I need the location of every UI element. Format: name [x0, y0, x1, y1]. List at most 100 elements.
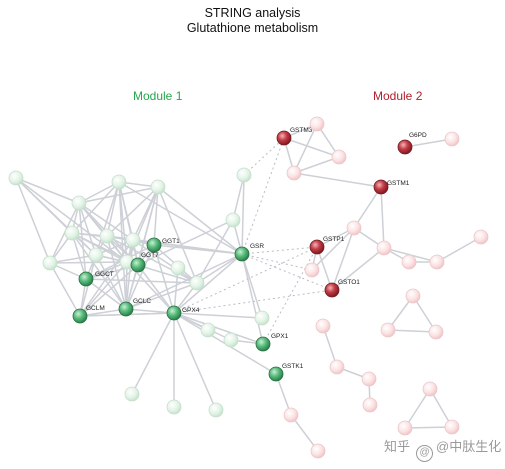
- edge-n3-n6: [71, 181, 120, 234]
- node-circle: [223, 332, 239, 348]
- edge-GGT1-GCLC: [125, 244, 155, 310]
- edge-n9-n11: [132, 239, 198, 284]
- node-n2[interactable]: [71, 195, 87, 211]
- node-circle: [268, 366, 284, 382]
- node-n20[interactable]: [170, 260, 186, 276]
- edge-p5-p6: [311, 227, 355, 271]
- edge-n5-GCLM: [49, 262, 81, 317]
- node-p11[interactable]: [405, 288, 421, 304]
- node-n19[interactable]: [200, 322, 216, 338]
- node-p3[interactable]: [286, 165, 302, 181]
- edge-GGT7-GPX4: [137, 264, 175, 314]
- edge-GPX4-n15: [173, 312, 263, 319]
- node-circle: [189, 275, 205, 291]
- edge-p18-p19: [404, 388, 431, 429]
- node-n9[interactable]: [125, 232, 141, 248]
- edge-n4-GSR: [157, 186, 243, 255]
- node-gstp1[interactable]: GSTP1: [309, 236, 345, 255]
- watermark-site: 知乎: [384, 439, 411, 454]
- node-p2[interactable]: [331, 149, 347, 165]
- node-gclc[interactable]: GCLC: [118, 298, 151, 317]
- node-n11[interactable]: [189, 275, 205, 291]
- edge-GSTO1-p6: [331, 227, 355, 291]
- node-n14[interactable]: [223, 332, 239, 348]
- edge-n6-GCLC: [71, 232, 127, 310]
- node-gstm1[interactable]: GSTM1: [373, 179, 410, 195]
- edge-n5-n10: [49, 261, 128, 264]
- node-n15[interactable]: [254, 310, 270, 326]
- node-n8[interactable]: [88, 247, 104, 263]
- node-n4[interactable]: [150, 179, 166, 195]
- node-circle: [362, 397, 378, 413]
- watermark-handle: @中肽生化: [436, 439, 502, 454]
- node-label: GSTO1: [338, 279, 360, 286]
- node-p10[interactable]: [473, 229, 489, 245]
- node-circle: [444, 419, 460, 435]
- node-circle: [304, 262, 320, 278]
- dotted-edge-GPX4-GSTP1: [173, 246, 318, 314]
- node-p18[interactable]: [422, 381, 438, 397]
- edge-p9-p10: [436, 236, 482, 263]
- node-circle: [225, 212, 241, 228]
- node-label: GCLC: [133, 298, 151, 305]
- node-p8[interactable]: [401, 254, 417, 270]
- dotted-edge-GSR-GSTM3: [241, 137, 285, 255]
- node-gclm[interactable]: GCLM: [72, 305, 105, 324]
- node-label: GSTM3: [290, 127, 313, 134]
- node-p7[interactable]: [376, 240, 392, 256]
- node-circle: [397, 139, 413, 155]
- node-ggct[interactable]: GGCT: [78, 271, 114, 287]
- node-n1[interactable]: [8, 170, 24, 186]
- node-n6[interactable]: [64, 225, 80, 241]
- node-n17[interactable]: [166, 399, 182, 415]
- node-p6[interactable]: [346, 220, 362, 236]
- edge-n3-GSR: [118, 181, 243, 255]
- edge-n11-GSR: [196, 253, 243, 284]
- node-p19[interactable]: [397, 420, 413, 436]
- node-circle: [118, 301, 134, 317]
- node-p12[interactable]: [380, 322, 396, 338]
- node-gsto1[interactable]: GSTO1: [324, 279, 360, 298]
- node-p1[interactable]: [309, 116, 325, 132]
- node-label: GGT1: [162, 238, 180, 245]
- node-circle: [234, 246, 250, 262]
- node-n5[interactable]: [42, 255, 58, 271]
- title-line-2: Glutathione metabolism: [186, 21, 319, 35]
- node-n7[interactable]: [99, 228, 115, 244]
- node-n13[interactable]: [236, 167, 252, 183]
- node-ggt1[interactable]: GGT1: [146, 237, 180, 253]
- node-p13[interactable]: [428, 324, 444, 340]
- node-p15[interactable]: [329, 359, 345, 375]
- watermark: 知乎 @@中肽生化: [384, 436, 501, 462]
- node-circle: [422, 381, 438, 397]
- node-p21[interactable]: [310, 443, 326, 459]
- node-p17[interactable]: [362, 397, 378, 413]
- node-n12[interactable]: [225, 212, 241, 228]
- node-p16[interactable]: [361, 371, 377, 387]
- edge-p22-p21: [290, 414, 319, 452]
- node-gstk1[interactable]: GSTK1: [268, 363, 304, 382]
- edge-n10-GCLC: [125, 261, 128, 310]
- dotted-edge-GSR-GSTO1: [241, 253, 333, 291]
- edge-GGT7-GCLC: [125, 264, 139, 310]
- node-gsr[interactable]: GSR: [234, 243, 264, 262]
- node-p5[interactable]: [304, 262, 320, 278]
- dotted-edge-GSR-p5: [241, 253, 313, 271]
- node-gpx1[interactable]: GPX1: [255, 333, 289, 352]
- node-p4[interactable]: [444, 131, 460, 147]
- watermark-logo-icon: @: [416, 445, 434, 462]
- node-g6pd[interactable]: G6PD: [397, 132, 427, 155]
- node-p9[interactable]: [429, 254, 445, 270]
- node-p22[interactable]: [283, 407, 299, 423]
- node-n18[interactable]: [208, 402, 224, 418]
- node-n16[interactable]: [124, 386, 140, 402]
- node-circle: [401, 254, 417, 270]
- node-n3[interactable]: [111, 174, 127, 190]
- node-p20[interactable]: [444, 419, 460, 435]
- node-p14[interactable]: [315, 318, 331, 334]
- node-circle: [146, 237, 162, 253]
- node-gstm3[interactable]: GSTM3: [276, 127, 313, 146]
- node-label: GSTP1: [323, 236, 345, 243]
- node-ggt7[interactable]: GGT7: [130, 252, 159, 273]
- node-gpx4[interactable]: GPX4: [166, 305, 200, 321]
